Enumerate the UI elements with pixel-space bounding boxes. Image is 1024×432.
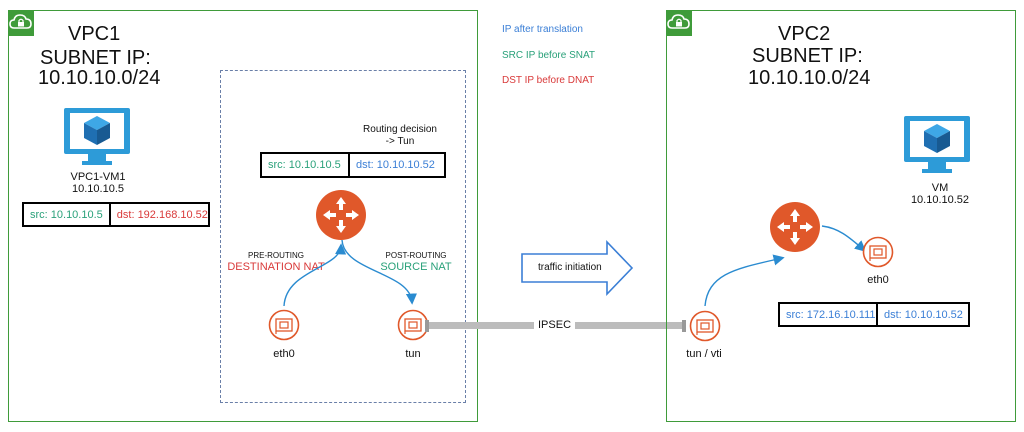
router-icon <box>770 202 820 252</box>
destination-nat-label: DESTINATION NAT <box>227 261 325 273</box>
vpc2-title-line1: VPC2 <box>778 23 831 45</box>
vpc2-title-line2: SUBNET IP: <box>752 45 863 67</box>
vpc1-title-line1: VPC1 <box>68 23 121 45</box>
traffic-initiation-label: traffic initiation <box>538 262 602 273</box>
routing-decision-line1: Routing decision <box>363 124 437 135</box>
vpc1-packet-dst: dst: 192.168.10.52 <box>108 204 214 225</box>
postrouting-label: POST-ROUTING <box>385 251 447 260</box>
vm2-name: VM <box>931 182 949 194</box>
cloud-lock-icon <box>666 10 692 36</box>
vpc1-subnet: 10.10.10.0/24 <box>38 67 161 89</box>
vpc2-tunvti-label: tun / vti <box>686 348 722 360</box>
routing-decision-line2: -> Tun <box>385 136 415 147</box>
vpc2-container <box>666 10 1016 422</box>
router-packet-src: src: 10.10.10.5 <box>268 159 341 171</box>
vm2-ip: 10.10.10.52 <box>910 194 970 206</box>
vpc1-container <box>8 10 478 422</box>
vpc2-subnet: 10.10.10.0/24 <box>748 67 871 89</box>
vpc1-packet-header: src: 10.10.10.5 dst: 192.168.10.52 <box>22 202 210 227</box>
vpc2-packet-src: src: 172.16.10.111 <box>786 308 876 321</box>
vpc1-title-line2: SUBNET IP: <box>40 47 151 69</box>
legend-dst-before: DST IP before DNAT <box>502 75 595 86</box>
vpc2-eth0-label: eth0 <box>867 274 889 286</box>
legend-src-before: SRC IP before SNAT <box>502 50 595 61</box>
vpc2-packet-dst: dst: 10.10.10.52 <box>876 304 969 325</box>
linux-router-box <box>220 70 466 403</box>
vm1-name: VPC1-VM1 <box>70 171 126 183</box>
source-nat-label: SOURCE NAT <box>380 261 452 273</box>
vm1-ip: 10.10.10.5 <box>72 183 124 195</box>
router-icon <box>316 190 366 240</box>
ipsec-label: IPSEC <box>534 319 576 331</box>
vpc1-eth0-label: eth0 <box>273 348 295 360</box>
prerouting-label: PRE-ROUTING <box>248 251 304 260</box>
vpc1-tun-label: tun <box>405 348 421 360</box>
vpc1-packet-src: src: 10.10.10.5 <box>30 208 103 221</box>
vpc1-title: VPC1 SUBNET IP: <box>40 22 151 70</box>
routing-decision: Routing decision -> Tun <box>350 124 450 148</box>
router-packet-header: src: 10.10.10.5 dst: 10.10.10.52 <box>260 152 446 178</box>
legend-ip-after: IP after translation <box>502 24 583 35</box>
vpc2-packet-header: src: 172.16.10.111 dst: 10.10.10.52 <box>778 302 970 327</box>
router-packet-dst: dst: 10.10.10.52 <box>348 154 444 176</box>
cloud-lock-icon <box>8 10 34 36</box>
